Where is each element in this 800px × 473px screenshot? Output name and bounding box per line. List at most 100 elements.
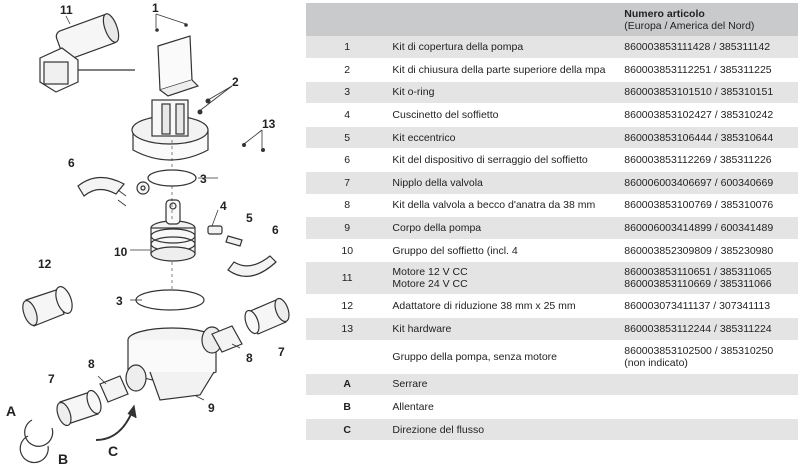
o-ring-top xyxy=(147,169,197,187)
row-desc: Kit di chiusura della parte superiore de… xyxy=(392,63,606,76)
row-article: 860003853112251 / 385311225 xyxy=(624,63,772,76)
row-desc: Serrare xyxy=(392,378,428,391)
table-row: B Allentare xyxy=(306,395,798,419)
row-desc: Kit eccentrico xyxy=(392,131,456,144)
clamp-right xyxy=(227,255,277,277)
row-num: 4 xyxy=(344,109,351,122)
clamp-left xyxy=(77,176,125,197)
o-ring-lower xyxy=(135,289,205,311)
row-article: 860003853112269 / 385311226 xyxy=(624,154,772,167)
row-num: 2 xyxy=(344,63,351,76)
row-article: 860006003406697 / 600340669 xyxy=(624,176,774,189)
row-article xyxy=(616,373,798,396)
row-num: 9 xyxy=(344,222,351,235)
table-row: 7 Nipplo della valvola 860006003406697 /… xyxy=(306,171,798,195)
pump-body-part xyxy=(125,326,223,401)
callout-8-left: 8 xyxy=(88,357,95,371)
row-num: 1 xyxy=(344,41,351,54)
table-row: Gruppo della pompa, senza motore 8600038… xyxy=(306,340,798,374)
row-article: 860003853106444 / 385310644 xyxy=(624,131,774,144)
row-desc: Gruppo della pompa, senza motore xyxy=(392,350,558,363)
row-desc: Kit della valvola a becco d'anatra da 38… xyxy=(392,199,596,212)
row-article-line-2: 860003853110669 / 385311066 xyxy=(624,278,772,291)
row-desc: Kit o-ring xyxy=(392,86,435,99)
table-row: 8 Kit della valvola a becco d'anatra da … xyxy=(306,194,798,217)
callout-4: 4 xyxy=(220,199,227,213)
row-desc: Cuscinetto del soffietto xyxy=(392,109,499,122)
header-article-number: Numero articolo (Europa / America del No… xyxy=(616,3,798,36)
callout-9: 9 xyxy=(208,401,215,415)
header-desc xyxy=(388,3,617,36)
row-num xyxy=(306,340,388,373)
row-article: 860003853102500 / 385310250 (non indicat… xyxy=(616,340,798,373)
row-desc: Nipplo della valvola xyxy=(392,176,483,189)
callout-3-lower: 3 xyxy=(116,294,123,308)
row-article: 860003852309809 / 385230980 xyxy=(624,244,774,257)
table-row: 10 Gruppo del soffietto (incl. 4 8600038… xyxy=(306,239,798,262)
callout-6-left: 6 xyxy=(68,156,75,170)
callout-A: A xyxy=(6,403,16,419)
row-num: 11 xyxy=(341,272,353,285)
row-article: 860003853111428 / 385311142 xyxy=(624,41,771,54)
row-num: C xyxy=(343,423,351,436)
table-row: 12 Adattatore di riduzione 38 mm x 25 mm… xyxy=(306,294,798,318)
table-row: C Direzione del flusso xyxy=(306,418,798,441)
pump-diagram-svg: 11 1 2 13 6 3 4 5 6 10 12 3 8 7 7 8 9 A … xyxy=(6,1,290,467)
row-num: B xyxy=(343,401,351,414)
table-row: 6 Kit del dispositivo di serraggio del s… xyxy=(306,148,798,172)
row-num: 5 xyxy=(344,131,351,144)
loosen-arrow xyxy=(19,435,49,464)
row-desc: Corpo della pompa xyxy=(392,222,482,235)
row-article: 860003853102427 / 385310242 xyxy=(624,109,774,122)
row-num: 10 xyxy=(341,244,354,257)
callout-2: 2 xyxy=(232,75,239,89)
row-desc: Gruppo del soffietto (incl. 4 xyxy=(392,244,518,257)
callout-12: 12 xyxy=(38,257,52,271)
motor-part xyxy=(39,13,135,93)
row-num: A xyxy=(343,378,351,391)
table-row: 4 Cuscinetto del soffietto 8600038531024… xyxy=(306,103,798,127)
flow-arrow xyxy=(95,411,133,441)
row-desc: Kit hardware xyxy=(392,322,452,335)
table-row: 2 Kit di chiusura della parte superiore … xyxy=(306,58,798,82)
callout-6-right: 6 xyxy=(272,223,279,237)
row-num: 6 xyxy=(344,154,351,167)
nipple-right xyxy=(244,297,290,335)
row-desc: Kit del dispositivo di serraggio del sof… xyxy=(392,154,588,167)
row-desc: Allentare xyxy=(392,401,434,414)
row-article-line-1: 860003853102500 / 385310250 xyxy=(624,344,774,357)
table-row: A Serrare xyxy=(306,373,798,396)
bellows-part xyxy=(150,199,196,262)
callout-1: 1 xyxy=(152,1,159,15)
table-header-row: Numero articolo (Europa / America del No… xyxy=(306,3,798,36)
pump-cover-part xyxy=(157,35,200,97)
row-article xyxy=(616,418,798,441)
top-housing-part xyxy=(131,99,209,161)
table-row: 1 Kit di copertura della pompa 860003853… xyxy=(306,36,798,59)
reducer-adapter-part xyxy=(22,286,73,327)
row-desc: Adattatore di riduzione 38 mm x 25 mm xyxy=(392,300,576,313)
row-article: 860006003414899 / 600341489 xyxy=(624,222,774,235)
row-desc-line-1: Motore 12 V CC xyxy=(392,266,468,279)
table-row: 3 Kit o-ring 860003853101510 / 385310151 xyxy=(306,81,798,104)
table-row: 13 Kit hardware 860003853112244 / 385311… xyxy=(306,317,798,341)
tighten-arrow xyxy=(24,419,54,447)
table-row: 5 Kit eccentrico 860003853106444 / 38531… xyxy=(306,126,798,149)
row-article: 860003073411137 / 307341113 xyxy=(624,300,771,313)
callout-8-right: 8 xyxy=(246,351,253,365)
row-num: 8 xyxy=(344,199,351,212)
header-num xyxy=(306,3,389,36)
row-desc: Direzione del flusso xyxy=(392,423,485,436)
pump-exploded-diagram: 11 1 2 13 6 3 4 5 6 10 12 3 8 7 7 8 9 A … xyxy=(0,0,300,473)
row-num: 13 xyxy=(341,322,354,335)
callout-13: 13 xyxy=(262,117,276,131)
row-num: 3 xyxy=(344,86,351,99)
row-article: 860003853112244 / 385311224 xyxy=(624,322,772,335)
header-article-title: Numero articolo xyxy=(624,7,705,20)
row-article: 860003853101510 / 385310151 xyxy=(624,86,774,99)
header-article-subtitle: (Europa / America del Nord) xyxy=(624,19,755,32)
callout-11: 11 xyxy=(60,3,73,17)
row-num: 12 xyxy=(341,300,354,313)
table-row: 11 Motore 12 V CC Motore 24 V CC 8600038… xyxy=(306,261,798,295)
row-article: 860003853110651 / 385311065 860003853110… xyxy=(616,262,798,295)
